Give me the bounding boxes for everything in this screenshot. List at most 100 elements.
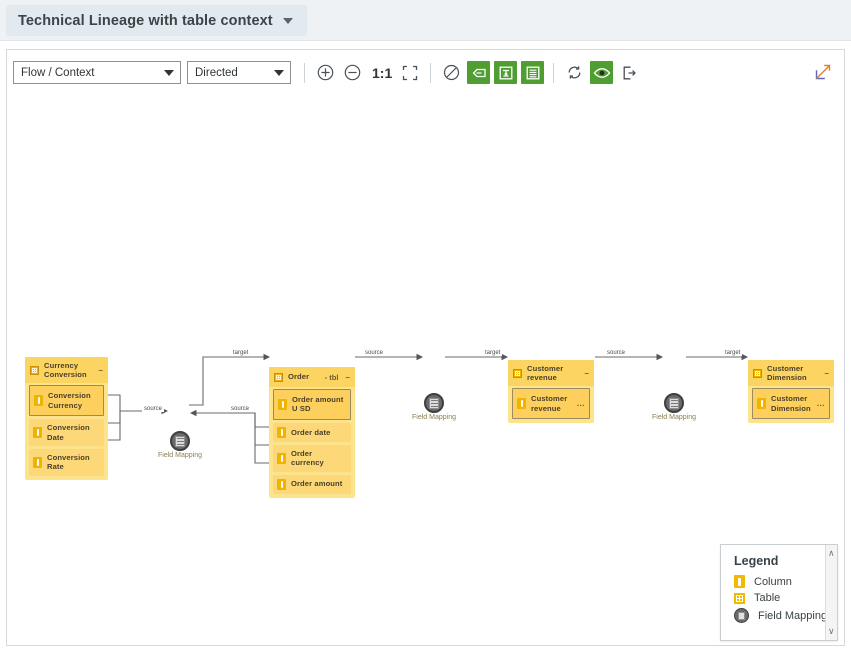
table-node-header[interactable]: Currency Conversion – xyxy=(25,357,108,384)
collapse-toggle[interactable]: – xyxy=(345,372,350,382)
column-icon xyxy=(757,398,766,410)
label-icon[interactable] xyxy=(467,61,491,84)
table-node-title: Customer revenue xyxy=(527,364,564,383)
column-label: Customer Dimension xyxy=(771,394,811,413)
legend-scrollbar[interactable]: ∧ ∨ xyxy=(825,545,837,640)
column-icon xyxy=(517,398,526,410)
field-mapping-node[interactable] xyxy=(170,431,190,451)
column-icon xyxy=(734,575,745,588)
field-mapping-icon xyxy=(734,608,749,623)
page-title: Technical Lineage with table context xyxy=(18,12,273,29)
lineage-view-selector[interactable]: Technical Lineage with table context xyxy=(6,5,307,36)
chevron-down-icon xyxy=(274,69,284,76)
table-node-order[interactable]: Order - tbl – Order amount U SD Order da… xyxy=(269,367,355,498)
export-icon[interactable] xyxy=(617,61,640,84)
field-mapping-label: Field Mapping xyxy=(158,452,202,459)
column-icon xyxy=(278,398,287,410)
field-mapping-icon xyxy=(669,397,679,409)
field-mapping-label: Field Mapping xyxy=(412,414,456,421)
table-node-title: Currency Conversion xyxy=(44,361,87,380)
window-title-bar: Technical Lineage with table context xyxy=(0,0,851,41)
table-icon xyxy=(513,368,522,378)
table-icon xyxy=(734,592,745,604)
table-node-header[interactable]: Order - tbl – xyxy=(269,367,355,387)
edge-label-target: target xyxy=(483,350,503,356)
toolbar-divider xyxy=(553,62,555,83)
column-icon xyxy=(277,426,286,438)
legend-label: Field Mapping xyxy=(758,609,828,622)
lineage-graph-canvas[interactable]: target source source source target sourc… xyxy=(7,95,844,646)
legend-panel: Legend Column Table Field Mapping ∧ ∨ xyxy=(720,544,838,641)
zoom-ratio-label[interactable]: 1:1 xyxy=(372,64,393,81)
field-mapping-icon xyxy=(175,435,185,447)
table-node-columns: Conversion Currency Conversion Date Conv… xyxy=(25,383,108,479)
image-icon[interactable] xyxy=(494,61,518,84)
field-mapping-label: Field Mapping xyxy=(652,414,696,421)
edge-label-target: target xyxy=(231,350,251,356)
table-node-suffix: - tbl xyxy=(324,372,339,382)
table-icon xyxy=(30,365,39,375)
list-icon[interactable] xyxy=(521,61,545,84)
column-node[interactable]: Customer Dimension ... xyxy=(752,388,830,420)
flow-context-select[interactable]: Flow / Context xyxy=(13,61,181,84)
column-node[interactable]: Order amount U SD xyxy=(273,389,351,420)
refresh-icon[interactable] xyxy=(563,61,586,84)
column-icon xyxy=(277,478,286,490)
edge-label-source: source xyxy=(229,406,252,412)
table-node-header[interactable]: Customer Dimension – xyxy=(748,360,834,387)
column-ellipsis: ... xyxy=(576,399,585,409)
collapse-toggle[interactable]: – xyxy=(824,368,829,378)
collapse-toggle[interactable]: – xyxy=(98,365,103,375)
chevron-down-icon xyxy=(282,17,293,24)
legend-label: Table xyxy=(754,592,781,604)
flow-context-value: Flow / Context xyxy=(21,66,95,79)
column-label: Conversion Date xyxy=(47,423,90,442)
field-mapping-node[interactable] xyxy=(664,393,684,413)
table-node-header[interactable]: Customer revenue – xyxy=(508,360,594,387)
legend-title: Legend xyxy=(734,554,779,568)
column-label: Customer revenue xyxy=(531,394,568,413)
collapse-toggle[interactable]: – xyxy=(584,368,589,378)
column-node[interactable]: Order date xyxy=(273,422,351,442)
column-label: Order date xyxy=(291,427,331,437)
column-label: Conversion Currency xyxy=(48,391,91,410)
graph-edges xyxy=(108,353,749,464)
column-node[interactable]: Conversion Rate xyxy=(29,449,104,476)
table-node-title: Customer Dimension xyxy=(767,364,807,383)
table-node-title: Order xyxy=(288,372,310,382)
column-label: Order amount U SD xyxy=(292,395,344,414)
table-node-columns: Customer revenue ... xyxy=(508,386,594,423)
field-mapping-icon xyxy=(429,397,439,409)
direction-value: Directed xyxy=(195,66,238,79)
no-filter-icon[interactable] xyxy=(440,61,463,84)
column-node[interactable]: Customer revenue ... xyxy=(512,388,590,420)
table-node-customer-dimension[interactable]: Customer Dimension – Customer Dimension … xyxy=(748,360,834,424)
legend-item-table: Table xyxy=(734,592,837,604)
column-node[interactable]: Conversion Currency xyxy=(29,385,104,417)
toolbar-divider xyxy=(430,62,432,83)
scroll-up-icon[interactable]: ∧ xyxy=(828,548,835,558)
graph-toolbar: Flow / Context Directed 1:1 xyxy=(7,50,844,95)
column-label: Conversion Rate xyxy=(47,453,90,472)
eye-icon[interactable] xyxy=(590,61,614,84)
column-node[interactable]: Conversion Date xyxy=(29,419,104,447)
zoom-in-icon[interactable] xyxy=(314,61,337,84)
legend-item-column: Column xyxy=(734,575,837,588)
direction-select[interactable]: Directed xyxy=(187,61,291,84)
table-node-currency-conversion[interactable]: Currency Conversion – Conversion Currenc… xyxy=(25,357,108,480)
zoom-out-icon[interactable] xyxy=(341,61,364,84)
scroll-down-icon[interactable]: ∨ xyxy=(828,626,835,636)
field-mapping-node[interactable] xyxy=(424,393,444,413)
fit-screen-icon[interactable] xyxy=(398,61,421,84)
open-external-icon[interactable] xyxy=(812,61,834,83)
lineage-panel: Flow / Context Directed 1:1 xyxy=(6,49,845,646)
legend-item-field-mapping: Field Mapping xyxy=(734,608,837,623)
column-label: Order currency xyxy=(291,448,324,468)
table-node-customer-revenue[interactable]: Customer revenue – Customer revenue ... xyxy=(508,360,594,424)
table-node-columns: Order amount U SD Order date Order curre… xyxy=(269,387,355,498)
column-ellipsis: ... xyxy=(816,399,825,409)
column-node[interactable]: Order amount xyxy=(273,474,351,494)
column-icon xyxy=(33,456,42,468)
edge-label-source: source xyxy=(605,350,628,356)
column-node[interactable]: Order currency xyxy=(273,444,351,472)
